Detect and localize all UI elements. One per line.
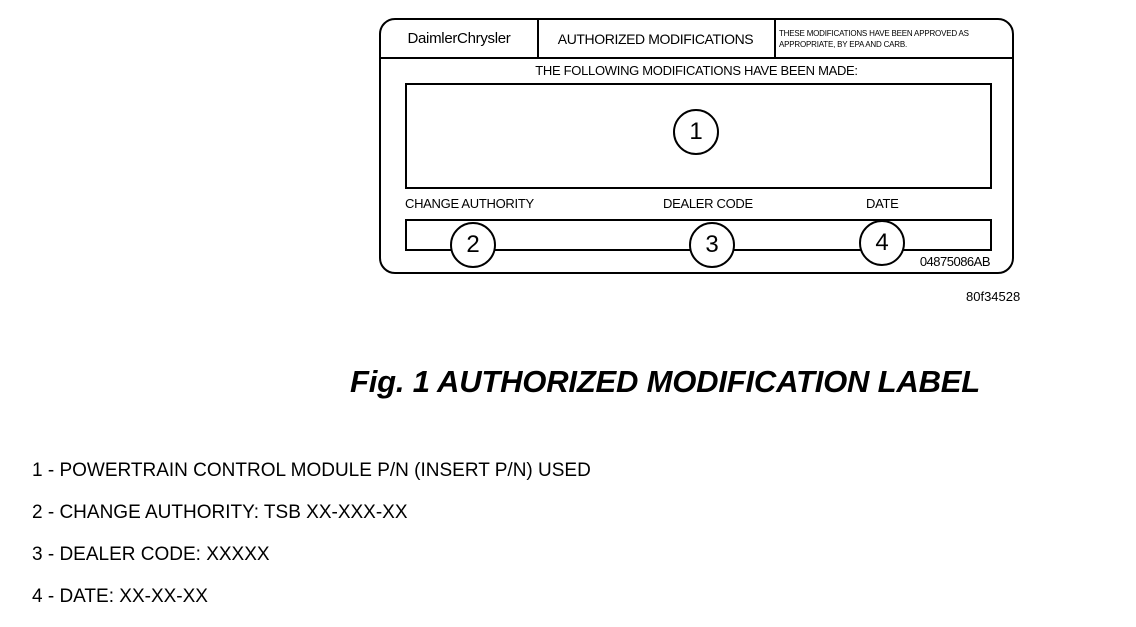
- modifications-made-text: THE FOLLOWING MODIFICATIONS HAVE BEEN MA…: [535, 63, 858, 78]
- modification-label: DaimlerChrysler AUTHORIZED MODIFICATIONS…: [379, 18, 1014, 274]
- legend-item: 3 - DEALER CODE: XXXXX: [32, 544, 270, 565]
- callout-3: 3: [689, 222, 735, 268]
- date-label: DATE: [866, 196, 899, 211]
- legend-list: 1 - POWERTRAIN CONTROL MODULE P/N (INSER…: [32, 459, 591, 627]
- modification-entry-box: 1: [405, 83, 992, 189]
- approval-notice: THESE MODIFICATIONS HAVE BEEN APPROVED A…: [779, 28, 969, 49]
- legend-item: 4 - DATE: XX-XX-XX: [32, 586, 208, 607]
- callout-1: 1: [673, 109, 719, 155]
- legend-item: 1 - POWERTRAIN CONTROL MODULE P/N (INSER…: [32, 460, 591, 481]
- figure-caption: Fig. 1 AUTHORIZED MODIFICATION LABEL: [350, 364, 980, 399]
- brand-name: DaimlerChrysler: [381, 20, 539, 57]
- callout-2: 2: [450, 222, 496, 268]
- label-title: AUTHORIZED MODIFICATIONS: [537, 20, 776, 57]
- dealer-code-label: DEALER CODE: [663, 196, 753, 211]
- figure-id: 80f34528: [966, 289, 1021, 304]
- part-number: 04875086AB: [919, 254, 991, 269]
- label-header: DaimlerChrysler AUTHORIZED MODIFICATIONS…: [381, 20, 1012, 59]
- change-authority-label: CHANGE AUTHORITY: [405, 196, 534, 211]
- legend-item: 2 - CHANGE AUTHORITY: TSB XX-XXX-XX: [32, 502, 408, 523]
- callout-4: 4: [859, 220, 905, 266]
